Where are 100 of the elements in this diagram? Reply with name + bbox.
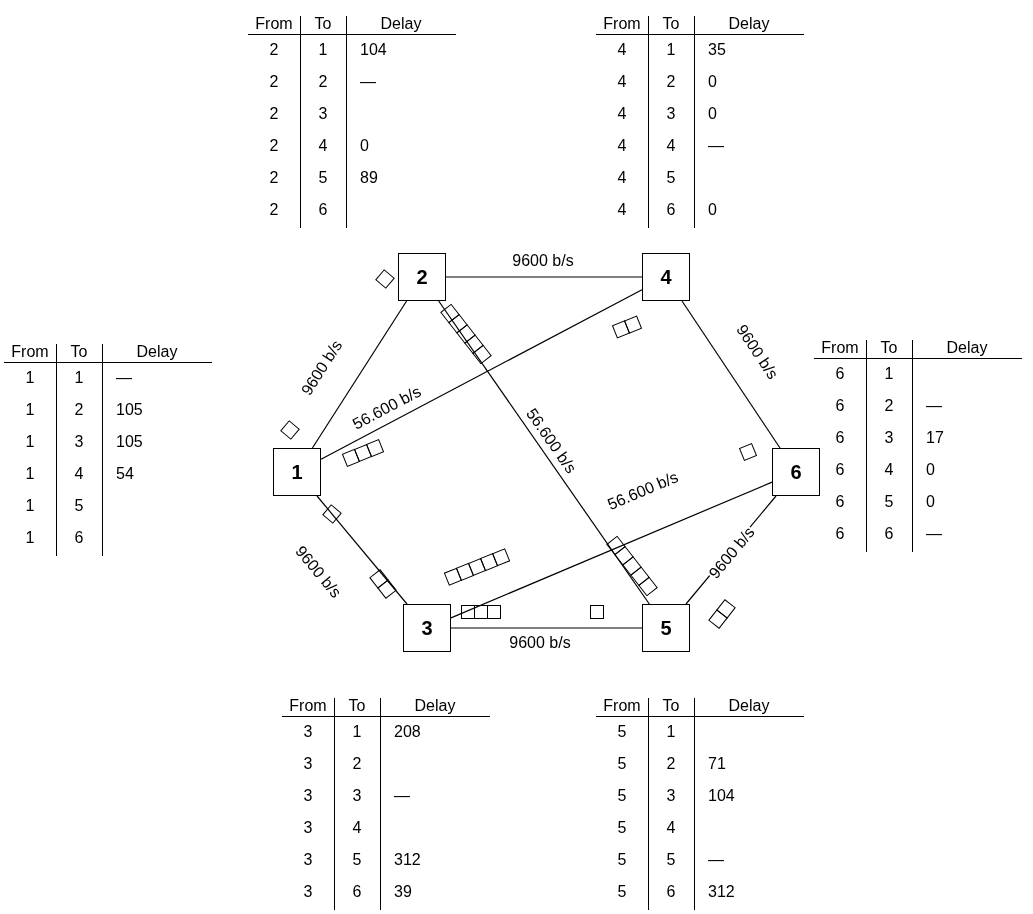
table-cell: 6 <box>835 366 845 382</box>
table-cell: 5 <box>617 788 627 804</box>
table-cell: 4 <box>617 202 627 218</box>
table-cell: 2 <box>269 74 279 90</box>
table-cell: 5 <box>617 852 627 868</box>
table-cell: 208 <box>394 724 421 740</box>
column-header: To <box>662 16 680 32</box>
table-cell: 2 <box>269 106 279 122</box>
table-cell: 105 <box>116 434 143 450</box>
table-cell: 0 <box>360 138 369 154</box>
table-cell: 3 <box>303 852 313 868</box>
table-cell: 2 <box>269 170 279 186</box>
table-cell: — <box>926 398 942 414</box>
table-cell: 6 <box>666 884 676 900</box>
table-cell: 5 <box>884 494 894 510</box>
router-box <box>398 253 446 301</box>
link-line <box>316 495 408 605</box>
link-line <box>450 481 773 619</box>
table-cell: 1 <box>25 370 35 386</box>
table-cell: 35 <box>708 42 726 58</box>
table-cell: 5 <box>74 498 84 514</box>
table-cell: 1 <box>25 530 35 546</box>
table-cell: 2 <box>666 756 676 772</box>
table-cell: 6 <box>835 494 845 510</box>
table-cell: 1 <box>25 402 35 418</box>
table-cell: 3 <box>666 788 676 804</box>
column-header: To <box>880 340 898 356</box>
table-cell: 6 <box>666 202 676 218</box>
table-cell: — <box>116 370 132 386</box>
table-cell: 6 <box>835 430 845 446</box>
table-cell: 6 <box>835 398 845 414</box>
table-cell: 3 <box>303 820 313 836</box>
column-header: From <box>255 16 293 32</box>
column-header: To <box>70 344 88 360</box>
table-cell: 2 <box>352 756 362 772</box>
link-line <box>438 300 650 605</box>
table-cell: 3 <box>884 430 894 446</box>
router-box <box>772 448 820 496</box>
column-header: Delay <box>946 340 988 356</box>
column-header: Delay <box>728 16 770 32</box>
table-cell: 1 <box>318 42 328 58</box>
table-cell: 1 <box>25 498 35 514</box>
column-header: Delay <box>380 16 422 32</box>
table-cell: 3 <box>303 788 313 804</box>
router-box <box>403 604 451 652</box>
column-header: To <box>348 698 366 714</box>
table-cell: 0 <box>708 106 717 122</box>
column-header: From <box>603 698 641 714</box>
column-header: Delay <box>414 698 456 714</box>
table-cell: 1 <box>884 366 894 382</box>
router-number: 5 <box>660 616 672 641</box>
table-cell: 4 <box>617 106 627 122</box>
table-cell: 2 <box>74 402 84 418</box>
column-header: Delay <box>728 698 770 714</box>
table-cell: 89 <box>360 170 378 186</box>
table-cell: 0 <box>926 462 935 478</box>
table-cell: 4 <box>74 466 84 482</box>
column-header: From <box>603 16 641 32</box>
table-cell: 2 <box>269 202 279 218</box>
table-cell: 2 <box>269 138 279 154</box>
column-header: Delay <box>136 344 178 360</box>
table-cell: — <box>708 138 724 154</box>
table-cell: 17 <box>926 430 944 446</box>
table-cell: 0 <box>926 494 935 510</box>
column-header: From <box>289 698 327 714</box>
column-header: From <box>11 344 49 360</box>
table-cell: 5 <box>352 852 362 868</box>
table-cell: 4 <box>318 138 328 154</box>
edge-label: 9600 b/s <box>511 253 575 269</box>
table-cell: 5 <box>617 724 627 740</box>
table-cell: 2 <box>269 42 279 58</box>
link-line <box>320 289 643 460</box>
table-cell: 3 <box>303 884 313 900</box>
table-cell: 4 <box>352 820 362 836</box>
table-cell: 39 <box>394 884 412 900</box>
table-cell: 5 <box>666 170 676 186</box>
table-cell: 6 <box>884 526 894 542</box>
router-number: 6 <box>790 460 802 485</box>
router-number: 3 <box>421 616 433 641</box>
table-cell: 4 <box>617 42 627 58</box>
table-cell: 6 <box>74 530 84 546</box>
table-cell: 1 <box>666 42 676 58</box>
table-cell: 2 <box>666 74 676 90</box>
table-cell: 312 <box>394 852 421 868</box>
table-cell: 0 <box>708 202 717 218</box>
edge-label: 9600 b/s <box>508 635 572 651</box>
table-cell: 6 <box>318 202 328 218</box>
column-header: From <box>821 340 859 356</box>
router-box <box>642 253 690 301</box>
router-number: 4 <box>660 265 672 290</box>
table-cell: 312 <box>708 884 735 900</box>
table-cell: 104 <box>708 788 735 804</box>
link-line <box>311 300 408 449</box>
table-cell: — <box>708 852 724 868</box>
table-cell: 2 <box>318 74 328 90</box>
table-cell: 1 <box>25 466 35 482</box>
router-box <box>273 448 321 496</box>
router-number: 1 <box>291 460 303 485</box>
table-cell: 5 <box>666 852 676 868</box>
table-cell: 4 <box>617 138 627 154</box>
